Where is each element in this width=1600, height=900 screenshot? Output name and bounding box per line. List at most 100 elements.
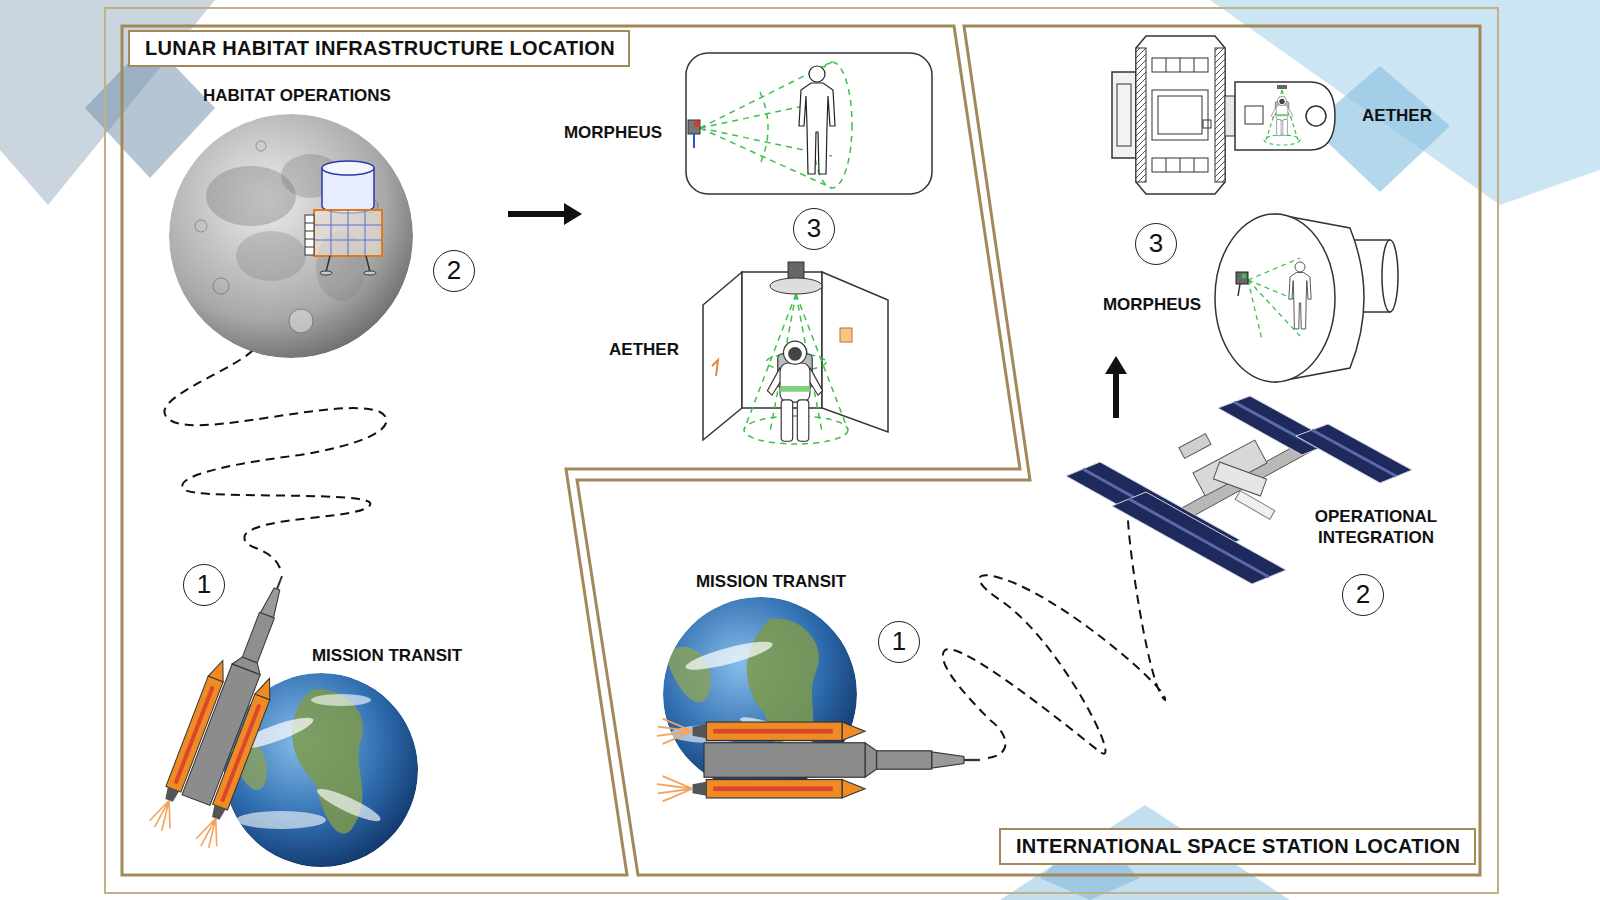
aether-station-module: [1158, 96, 1202, 134]
aether-booth: [767, 341, 822, 441]
lunar-habitat-module: [305, 215, 314, 255]
step-number-circle: 1: [878, 621, 920, 663]
aether-station-module: [1277, 85, 1287, 89]
location-title-box: INTERNATIONAL SPACE STATION LOCATION: [999, 828, 1476, 865]
illustration-label: OPERATIONAL INTEGRATION: [1296, 506, 1456, 549]
step-number-circle: 3: [1135, 223, 1177, 265]
aether-station-module: [1271, 96, 1293, 135]
aether-booth: [744, 294, 848, 444]
morpheus-cylinder-module: [1382, 240, 1398, 312]
morpheus-scanner-room: [686, 53, 932, 194]
aether-booth: [788, 262, 804, 280]
morpheus-cylinder-module: [1215, 214, 1398, 382]
lunar-habitat-module: [314, 210, 382, 256]
space-station-iss: [1296, 424, 1412, 483]
background-diamonds: [1210, 0, 1600, 205]
moon: [213, 278, 229, 294]
lunar-habitat-module: [314, 210, 382, 256]
earth: [311, 694, 371, 706]
aether-booth: [770, 278, 822, 294]
morpheus-scanner-room: [694, 121, 700, 127]
space-station-iss: [1179, 434, 1211, 459]
flow-arrow: [564, 203, 582, 225]
morpheus-scanner-room: [700, 62, 852, 188]
trajectory-dashes: [164, 345, 386, 568]
earth: [665, 647, 711, 702]
flow-arrow: [508, 211, 566, 217]
aether-booth: [840, 328, 852, 342]
illustration-label: AETHER: [609, 339, 679, 360]
aether-station-module: [1264, 90, 1300, 145]
lunar-habitat-module: [305, 223, 314, 247]
flow-arrow: [1105, 356, 1127, 374]
moon: [256, 141, 266, 151]
panel-frame: [122, 26, 1020, 875]
trajectory-dashes: [943, 520, 1165, 758]
step-number-circle: 2: [1342, 574, 1384, 616]
lunar-habitat-module: [364, 271, 376, 275]
aether-booth: [703, 272, 742, 440]
illustration-label: MISSION TRANSIT: [696, 571, 846, 592]
aether-station-module: [1136, 48, 1146, 182]
aether-station-module: [1117, 84, 1131, 146]
aether-booth: [744, 416, 848, 444]
aether-station-module: [1225, 96, 1235, 136]
aether-station-module: [1136, 36, 1225, 194]
aether-station-module: [1203, 120, 1211, 128]
aether-station-module: [1235, 82, 1335, 150]
morpheus-scanner-room: [693, 134, 695, 148]
node-text: 3: [1149, 229, 1163, 259]
illustration-label: MORPHEUS: [1103, 294, 1201, 315]
launch-rocket: [657, 719, 980, 802]
aether-station-module: [1152, 90, 1208, 140]
space-station-iss: [1066, 396, 1412, 584]
aether-booth: [822, 272, 888, 432]
moon: [169, 114, 413, 358]
aether-station-module: [1112, 72, 1136, 158]
aether-station-module: [1266, 90, 1298, 140]
node-text: 2: [447, 256, 461, 286]
aether-station-module: [1264, 135, 1300, 145]
aether-station-module: [1245, 106, 1263, 124]
panel-frame: [105, 8, 1498, 893]
aether-station-module: [1166, 58, 1194, 72]
morpheus-cylinder-module: [1289, 262, 1311, 329]
panel-frame: [105, 8, 1498, 893]
location-title-box: LUNAR HABITAT INFRASTRUCTURE LOCATION: [128, 30, 630, 67]
node-text: INTERNATIONAL SPACE STATION LOCATION: [1016, 835, 1459, 858]
aether-station-module: [1152, 158, 1208, 172]
lunar-habitat-module: [320, 271, 332, 275]
node-text: LUNAR HABITAT INFRASTRUCTURE LOCATION: [145, 37, 613, 60]
aether-booth: [712, 360, 718, 376]
node-text: 1: [197, 570, 211, 600]
illustration-label: HABITAT OPERATIONS: [203, 85, 391, 106]
morpheus-scanner-room: [686, 53, 932, 194]
aether-station-module: [1166, 158, 1194, 172]
launch-rocket: [148, 563, 316, 851]
moon: [236, 231, 306, 281]
moon: [169, 114, 413, 358]
aether-station-module: [1112, 36, 1335, 194]
moon: [195, 220, 207, 232]
step-number-circle: 2: [433, 250, 475, 292]
node-text: 2: [1356, 580, 1370, 610]
morpheus-cylinder-module: [1236, 272, 1248, 284]
node-text: 3: [807, 214, 821, 244]
morpheus-cylinder-module: [1238, 284, 1240, 296]
earth: [683, 636, 774, 675]
space-station-iss: [1235, 491, 1275, 520]
aether-booth: [703, 262, 888, 444]
step-number-circle: 1: [183, 564, 225, 606]
lunar-habitat-module: [326, 256, 370, 272]
illustration-label: MISSION TRANSIT: [312, 645, 462, 666]
illustration-label: MORPHEUS: [564, 122, 662, 143]
panel-frame: [577, 26, 1480, 875]
earth: [236, 811, 326, 829]
lunar-habitat-module: [322, 161, 374, 175]
moon: [169, 114, 413, 358]
moon: [289, 309, 313, 333]
